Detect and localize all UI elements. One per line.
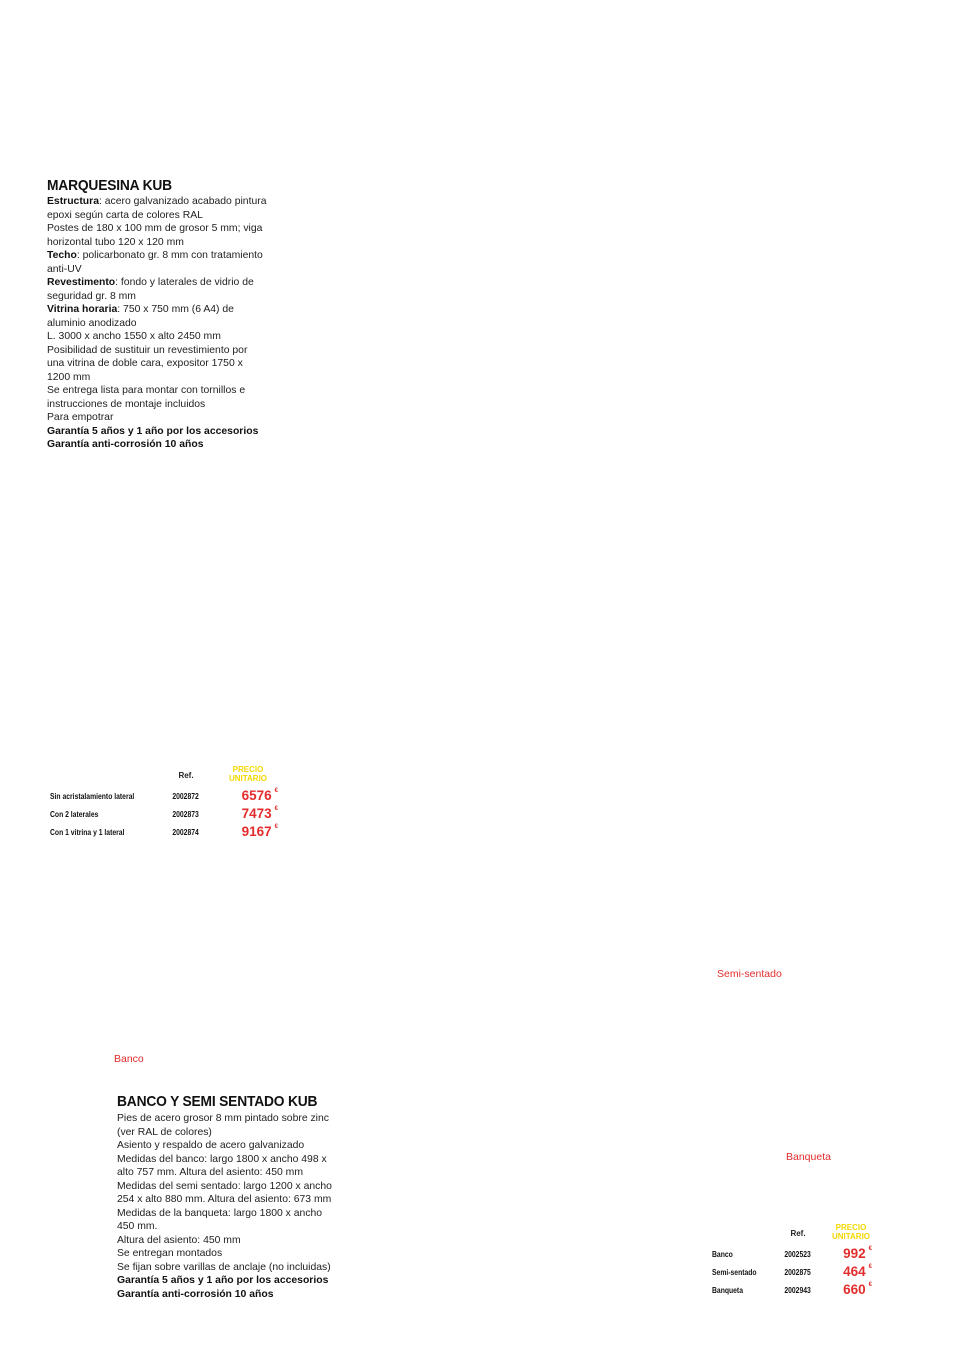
currency-symbol: €: [274, 805, 278, 812]
desc-line: Medidas del semi sentado: largo 1200 x a…: [117, 1180, 332, 1192]
row-ref: 2002872: [172, 792, 200, 801]
currency-symbol: €: [274, 823, 278, 830]
marquesina-description: Estructura: acero galvanizado acabado pi…: [47, 195, 267, 452]
row-label: Con 1 vitrina y 1 lateral: [50, 828, 125, 837]
desc-line: 450 mm.: [117, 1221, 158, 1232]
desc-line: instrucciones de montaje incluidos: [47, 398, 206, 410]
desc-line: Pies de acero grosor 8 mm pintado sobre …: [117, 1113, 329, 1124]
desc-line: Se fijan sobre varillas de anclaje (no i…: [117, 1261, 331, 1273]
desc-line: Garantía 5 años y 1 año por los accesori…: [47, 425, 259, 437]
table-row: Banco 2002523 992€: [712, 1244, 872, 1262]
caption-semi-sentado: Semi-sentado: [717, 968, 782, 980]
desc-line: anti-UV: [47, 263, 82, 275]
desc-line: (ver RAL de colores): [117, 1126, 212, 1138]
row-price: 660: [843, 1281, 866, 1297]
desc-line: Se entrega lista para montar con tornill…: [47, 385, 246, 396]
caption-banqueta: Banqueta: [786, 1151, 831, 1163]
currency-symbol: €: [868, 1245, 872, 1252]
row-label: Banqueta: [712, 1286, 743, 1295]
desc-line: L. 3000 x ancho 1550 x alto 2450 mm: [47, 331, 221, 342]
marquesina-title: MARQUESINA KUB: [47, 177, 172, 194]
caption-banco: Banco: [114, 1053, 144, 1065]
row-ref: 2002943: [784, 1286, 812, 1295]
row-price: 7473: [241, 805, 272, 821]
desc-line: Garantía 5 años y 1 año por los accesori…: [117, 1275, 329, 1286]
table-row: Banqueta 2002943 660€: [712, 1280, 872, 1298]
row-ref: 2002523: [784, 1250, 812, 1259]
desc-line: Asiento y respaldo de acero galvanizado: [117, 1140, 305, 1151]
row-label: Banco: [712, 1250, 733, 1259]
marquesina-section: MARQUESINA KUB Estructura: acero galvani…: [47, 177, 267, 452]
desc-line: Techo: policarbonato gr. 8 mm con tratam…: [47, 250, 263, 261]
row-label: Semi-sentado: [712, 1268, 757, 1277]
row-price: 464: [843, 1263, 866, 1279]
desc-line: 254 x alto 880 mm. Altura del asiento: 6…: [117, 1194, 332, 1205]
currency-symbol: €: [868, 1281, 872, 1288]
desc-line: aluminio anodizado: [47, 317, 137, 329]
banco-section: BANCO Y SEMI SENTADO KUB Pies de acero g…: [117, 1093, 335, 1301]
currency-symbol: €: [868, 1263, 872, 1270]
desc-line: horizontal tubo 120 x 120 mm: [47, 236, 184, 248]
desc-line: Garantía anti-corrosión 10 años: [117, 1288, 274, 1300]
ref-header: Ref.: [790, 1229, 806, 1238]
desc-line: 1200 mm: [47, 371, 91, 383]
banco-description: Pies de acero grosor 8 mm pintado sobre …: [117, 1112, 335, 1301]
row-ref: 2002873: [172, 810, 200, 819]
row-label: Sin acristalamiento lateral: [50, 792, 135, 801]
desc-line: Postes de 180 x 100 mm de grosor 5 mm; v…: [47, 223, 263, 234]
table-row: Semi-sentado 2002875 464€: [712, 1262, 872, 1280]
row-price: 9167: [241, 823, 272, 839]
row-ref: 2002874: [172, 828, 200, 837]
desc-line: Se entregan montados: [117, 1248, 223, 1259]
row-price: 992: [843, 1245, 866, 1261]
row-label: Con 2 laterales: [50, 810, 99, 819]
table-row: Con 1 vitrina y 1 lateral 2002874 9167€: [50, 822, 278, 840]
desc-line: Estructura: acero galvanizado acabado pi…: [47, 196, 267, 207]
desc-line: una vitrina de doble cara, expositor 175…: [47, 358, 243, 369]
desc-line: Garantía anti-corrosión 10 años: [47, 439, 204, 450]
desc-line: Altura del asiento: 450 mm: [117, 1234, 241, 1246]
currency-symbol: €: [274, 787, 278, 794]
desc-line: Para empotrar: [47, 412, 114, 423]
desc-line: Medidas del banco: largo 1800 x ancho 49…: [117, 1153, 327, 1165]
desc-line: alto 757 mm. Altura del asiento: 450 mm: [117, 1167, 303, 1178]
table-row: Sin acristalamiento lateral 2002872 6576…: [50, 786, 278, 804]
banco-title: BANCO Y SEMI SENTADO KUB: [117, 1093, 318, 1110]
desc-line: Vitrina horaria: 750 x 750 mm (6 A4) de: [47, 304, 234, 315]
desc-line: epoxi según carta de colores RAL: [47, 209, 203, 221]
ref-header: Ref.: [178, 771, 194, 780]
row-price: 6576: [241, 787, 272, 803]
table-row: Con 2 laterales 2002873 7473€: [50, 804, 278, 822]
desc-line: Medidas de la banqueta: largo 1800 x anc…: [117, 1207, 323, 1219]
desc-line: Revestimento: fondo y laterales de vidri…: [47, 277, 254, 288]
desc-line: Posibilidad de sustituir un revestimient…: [47, 344, 248, 356]
desc-line: seguridad gr. 8 mm: [47, 290, 136, 302]
row-ref: 2002875: [784, 1268, 812, 1277]
